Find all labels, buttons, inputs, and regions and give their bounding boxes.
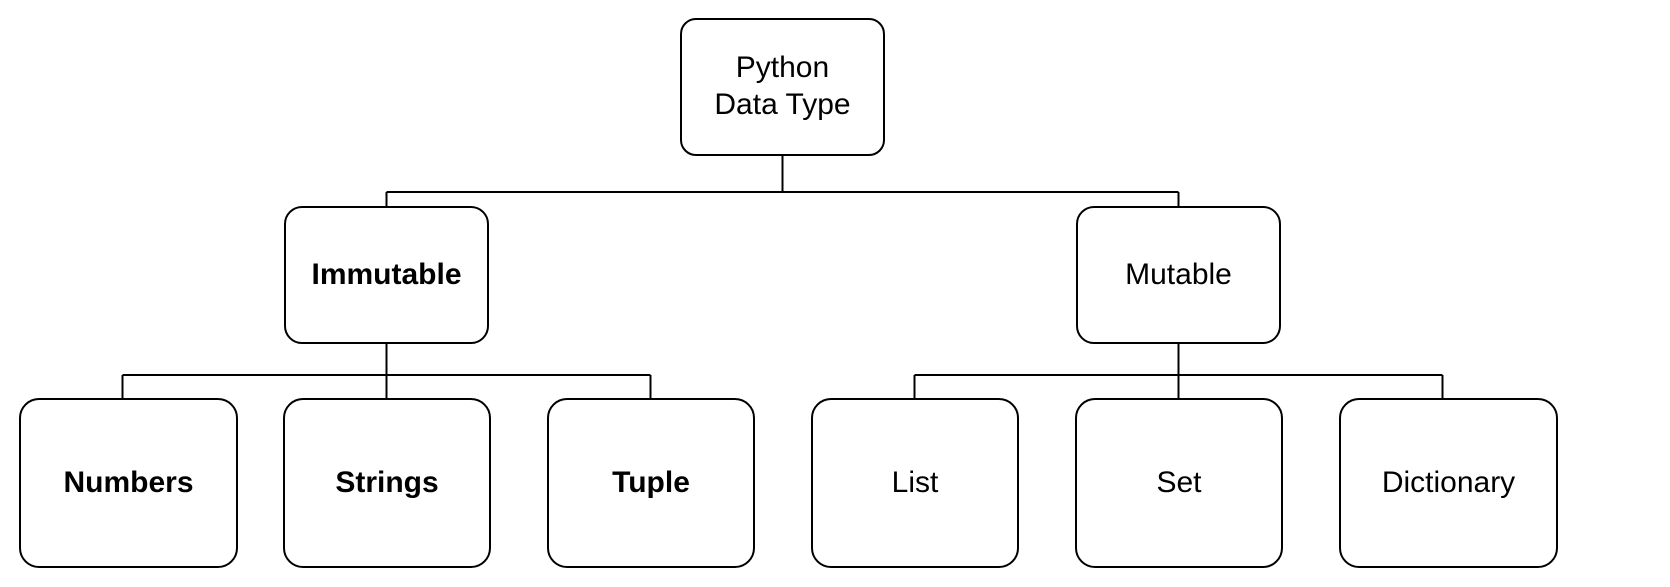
node-label-python-data-type: Python Data Type <box>714 51 851 121</box>
node-strings[interactable]: Strings <box>283 398 491 568</box>
node-label-dictionary: Dictionary <box>1381 465 1516 499</box>
node-label-strings: Strings <box>335 465 439 499</box>
node-set[interactable]: Set <box>1075 398 1283 568</box>
node-tuple[interactable]: Tuple <box>547 398 755 568</box>
node-mutable[interactable]: Mutable <box>1076 206 1281 344</box>
node-label-tuple: Tuple <box>612 465 690 499</box>
node-label-numbers: Numbers <box>63 465 194 499</box>
node-python-data-type[interactable]: Python Data Type <box>680 18 885 156</box>
node-label-mutable: Mutable <box>1125 257 1232 291</box>
node-label-list: List <box>891 465 939 499</box>
node-list[interactable]: List <box>811 398 1019 568</box>
node-immutable[interactable]: Immutable <box>284 206 489 344</box>
node-numbers[interactable]: Numbers <box>19 398 238 568</box>
node-label-set: Set <box>1156 465 1202 499</box>
node-label-immutable: Immutable <box>311 257 462 291</box>
node-dictionary[interactable]: Dictionary <box>1339 398 1558 568</box>
